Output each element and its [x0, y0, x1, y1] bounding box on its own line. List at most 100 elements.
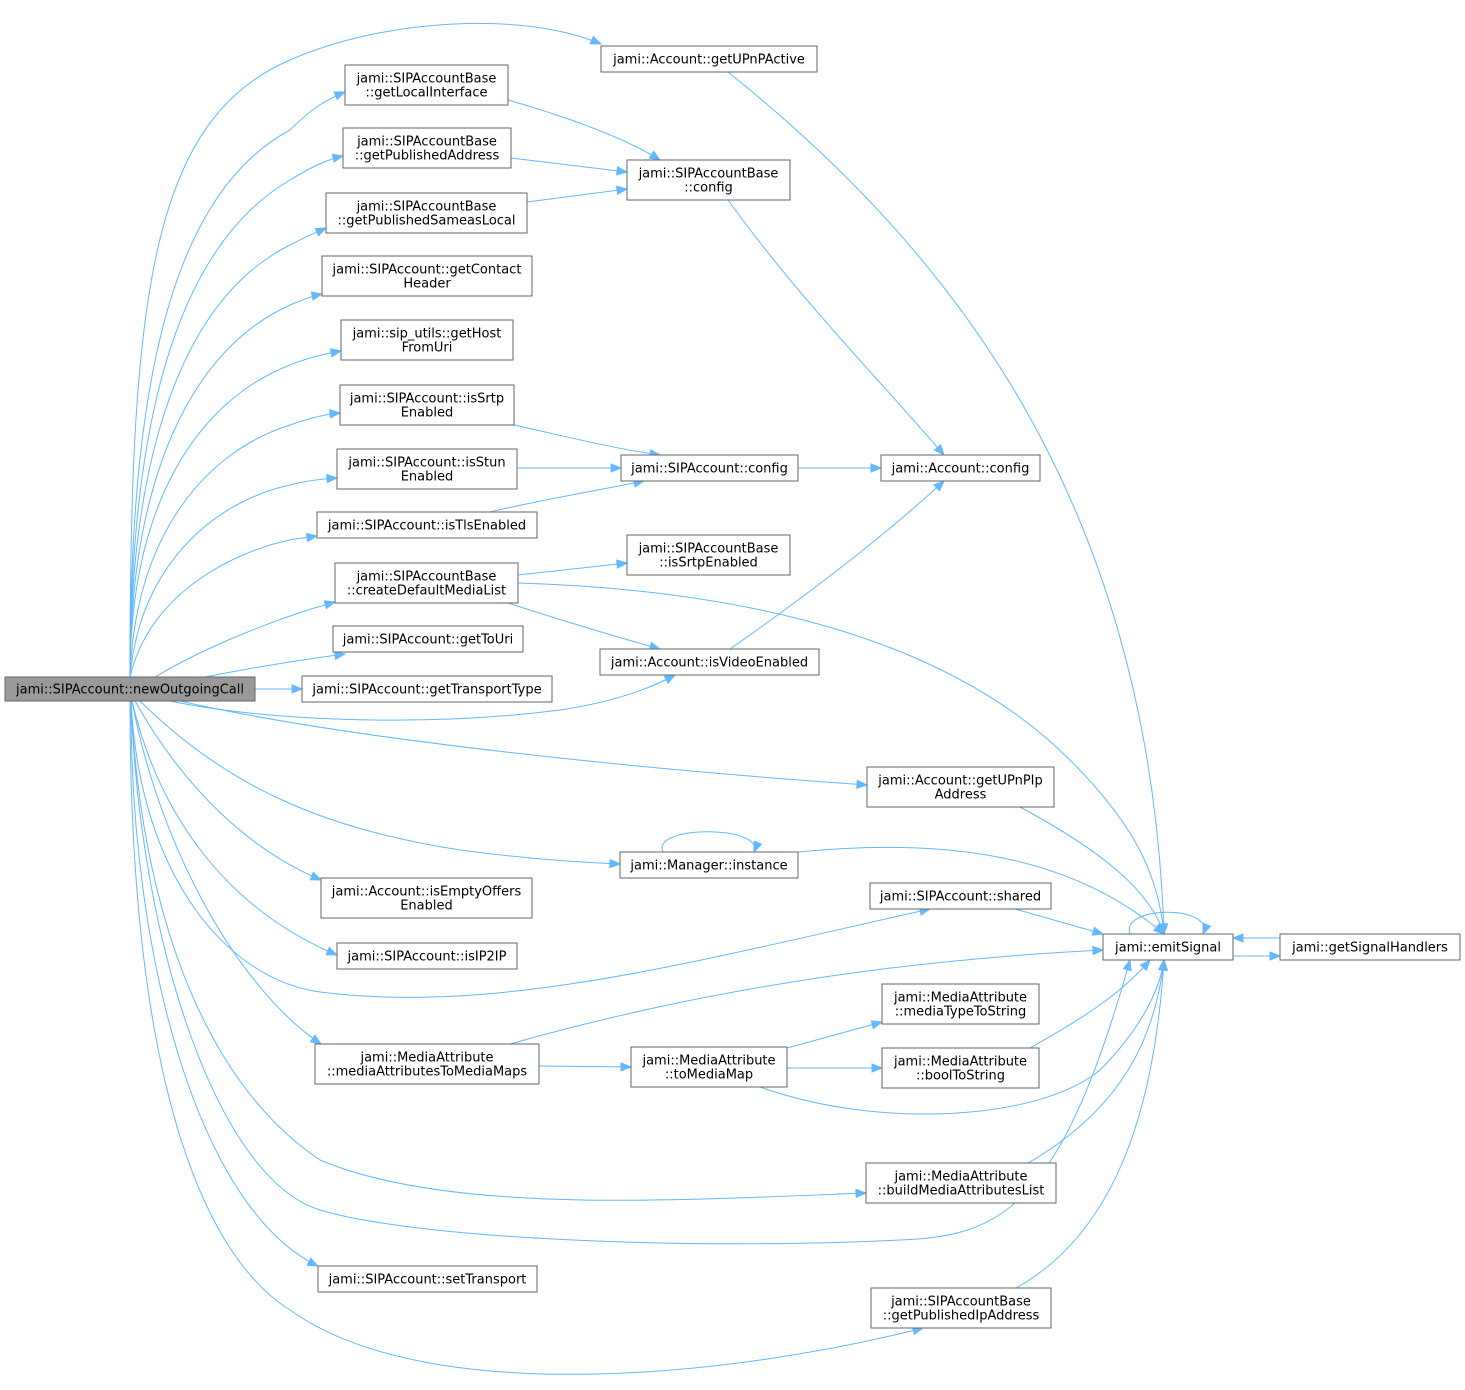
edge-emitSignal-to-getSignalHandlers [1233, 951, 1282, 961]
node-isSrtpEnabled[interactable]: jami::SIPAccount::isSrtpEnabled [339, 384, 515, 426]
node-baseIsSrtpEnabled[interactable]: jami::SIPAccountBase::isSrtpEnabled [626, 534, 791, 576]
node-isVideoEnabled[interactable]: jami::Account::isVideoEnabled [599, 648, 820, 676]
edge-newOutgoingCall-to-isIP2IP [131, 700, 339, 956]
node-label: jami::SIPAccount::getToUri [342, 633, 513, 648]
edge-newOutgoingCall-to-managerInstance [139, 700, 622, 869]
node-getTransportType[interactable]: jami::SIPAccount::getTransportType [301, 675, 553, 703]
node-mediaTypeToString[interactable]: jami::MediaAttribute::mediaTypeToString [881, 983, 1040, 1025]
node-label: ::toMediaMap [665, 1068, 753, 1083]
node-label: jami::MediaAttribute [641, 1054, 775, 1069]
node-setTransport[interactable]: jami::SIPAccount::setTransport [317, 1265, 538, 1293]
edge-getPublishedSameasLocal-to-baseConfig [526, 185, 629, 203]
edge-emitSignal-to-emitSignal [1128, 911, 1212, 936]
node-getToUri[interactable]: jami::SIPAccount::getToUri [332, 625, 524, 653]
node-mediaAttributesToMediaMaps[interactable]: jami::MediaAttribute::mediaAttributesToM… [314, 1043, 540, 1085]
node-boolToString[interactable]: jami::MediaAttribute::boolToString [881, 1047, 1040, 1089]
edge-newOutgoingCall-to-getHostFromUri [129, 348, 343, 678]
node-label: jami::SIPAccount::config [630, 462, 788, 477]
node-label: ::isSrtpEnabled [659, 556, 758, 571]
node-label: jami::SIPAccountBase [638, 167, 779, 182]
node-getPublishedIpAddress[interactable]: jami::SIPAccountBase::getPublishedIpAddr… [870, 1287, 1052, 1329]
node-label: jami::SIPAccountBase [356, 135, 497, 150]
node-label: jami::SIPAccount::setTransport [328, 1273, 527, 1288]
node-label: ::mediaTypeToString [895, 1005, 1027, 1020]
node-label: jami::Account::getUPnPActive [612, 53, 805, 68]
node-label: Enabled [400, 899, 453, 914]
edge-newOutgoingCall-to-emitSignal [130, 700, 1132, 1245]
node-label: jami::SIPAccount::isStun [347, 456, 505, 471]
node-label: jami::getSignalHandlers [1291, 941, 1448, 956]
edge-newOutgoingCall-to-isVideoEnabled [169, 674, 677, 721]
edge-isStunEnabled-to-sipConfig [517, 463, 623, 473]
edge-baseConfig-to-accountConfig [727, 199, 945, 457]
edge-managerInstance-to-emitSignal [797, 846, 1166, 935]
edge-toMediaMap-to-mediaTypeToString [786, 1020, 884, 1049]
node-label: ::createDefaultMediaList [347, 584, 506, 599]
node-label: jami::SIPAccount::isSrtp [349, 392, 504, 407]
node-newOutgoingCall[interactable]: jami::SIPAccount::newOutgoingCall [4, 676, 256, 702]
node-getSignalHandlers[interactable]: jami::getSignalHandlers [1279, 933, 1461, 961]
edge-getPublishedAddress-to-baseConfig [510, 157, 629, 176]
edge-layer [129, 22, 1282, 1375]
edge-createDefaultMediaList-to-emitSignal [517, 582, 1168, 936]
node-isIP2IP[interactable]: jami::SIPAccount::isIP2IP [336, 942, 518, 970]
node-createDefaultMediaList[interactable]: jami::SIPAccountBase::createDefaultMedia… [334, 562, 519, 604]
edge-getPublishedIpAddress-to-emitSignal [1015, 958, 1169, 1289]
edge-newOutgoingCall-to-createDefaultMediaList [154, 600, 337, 678]
node-label: jami::MediaAttribute [893, 991, 1027, 1006]
node-label: ::mediaAttributesToMediaMaps [327, 1065, 528, 1080]
node-isTlsEnabled[interactable]: jami::SIPAccount::isTlsEnabled [316, 511, 538, 539]
node-label: ::getPublishedAddress [355, 149, 500, 164]
node-baseConfig[interactable]: jami::SIPAccountBase::config [626, 159, 791, 201]
node-label: ::getPublishedSameasLocal [337, 214, 515, 229]
edge-newOutgoingCall-to-getPublishedIpAddress [129, 700, 925, 1375]
edge-newOutgoingCall-to-getUPnPActive [129, 22, 603, 678]
edge-newOutgoingCall-to-getPublishedAddress [129, 153, 345, 678]
node-accountConfig[interactable]: jami::Account::config [880, 454, 1041, 482]
edge-newOutgoingCall-to-getPublishedSameasLocal [129, 227, 328, 678]
edge-newOutgoingCall-to-getTransportType [255, 684, 304, 694]
edge-managerInstance-to-managerInstance [661, 831, 763, 854]
edge-sipConfig-to-accountConfig [798, 463, 883, 473]
node-label: jami::SIPAccountBase [356, 570, 497, 585]
edge-boolToString-to-emitSignal [1029, 958, 1151, 1049]
edge-newOutgoingCall-to-isSrtpEnabled [129, 408, 342, 678]
node-label: ::config [684, 181, 733, 196]
node-managerInstance[interactable]: jami::Manager::instance [619, 851, 799, 879]
node-label: FromUri [402, 341, 453, 356]
node-getUPnPActive[interactable]: jami::Account::getUPnPActive [600, 45, 818, 73]
node-label: jami::MediaAttribute [893, 1170, 1027, 1185]
node-label: ::boolToString [916, 1069, 1005, 1084]
node-toMediaMap[interactable]: jami::MediaAttribute::toMediaMap [630, 1046, 788, 1088]
edge-newOutgoingCall-to-getToUri [204, 650, 347, 678]
node-label: jami::SIPAccountBase [890, 1295, 1031, 1310]
node-label: Address [935, 788, 987, 803]
node-sipConfig[interactable]: jami::SIPAccount::config [620, 454, 799, 482]
node-getPublishedSameasLocal[interactable]: jami::SIPAccountBase::getPublishedSameas… [325, 192, 528, 234]
node-label: ::buildMediaAttributesList [878, 1184, 1045, 1199]
node-shared[interactable]: jami::SIPAccount::shared [869, 882, 1052, 910]
node-label: Header [403, 277, 451, 292]
edge-newOutgoingCall-to-getLocalInterface [129, 91, 347, 678]
node-getLocalInterface[interactable]: jami::SIPAccountBase::getLocalInterface [344, 64, 509, 106]
edge-newOutgoingCall-to-getContactHeader [129, 291, 324, 678]
node-label: jami::sip_utils::getHost [352, 327, 502, 342]
node-label: jami::SIPAccount::isIP2IP [347, 950, 507, 965]
edge-newOutgoingCall-to-buildMediaAttributesList [130, 700, 868, 1201]
node-buildMediaAttributesList[interactable]: jami::MediaAttribute::buildMediaAttribut… [865, 1162, 1057, 1204]
edge-newOutgoingCall-to-isStunEnabled [129, 473, 339, 678]
edge-mediaAttributesToMediaMaps-to-toMediaMap [538, 1062, 633, 1072]
edge-createDefaultMediaList-to-isVideoEnabled [507, 602, 662, 651]
node-emitSignal[interactable]: jami::emitSignal [1102, 933, 1234, 961]
node-label: jami::MediaAttribute [893, 1055, 1027, 1070]
node-label: jami::Account::config [891, 462, 1030, 477]
node-label: jami::MediaAttribute [359, 1051, 493, 1066]
node-getPublishedAddress[interactable]: jami::SIPAccountBase::getPublishedAddres… [342, 127, 512, 169]
edge-createDefaultMediaList-to-baseIsSrtpEnabled [517, 559, 629, 576]
